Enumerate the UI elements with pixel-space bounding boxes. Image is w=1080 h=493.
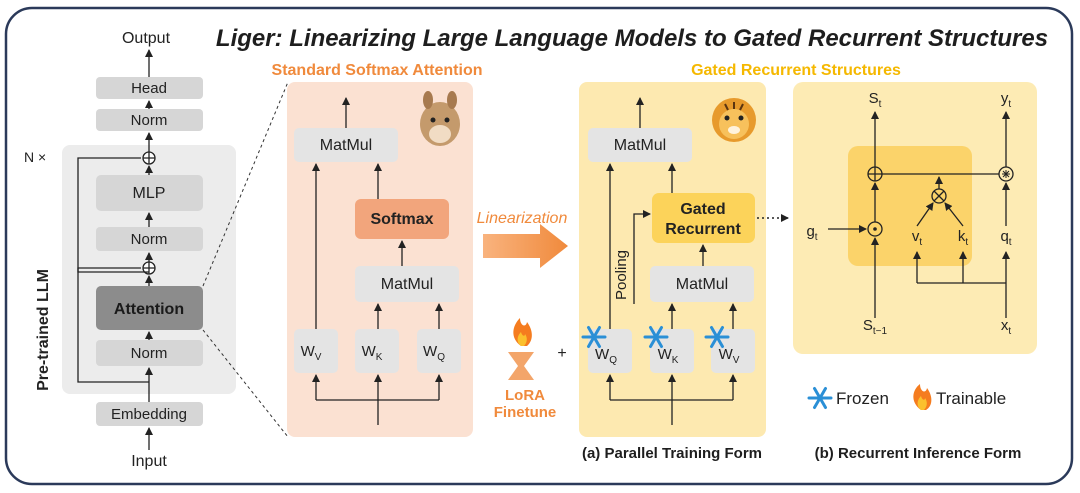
linearization-arrow — [483, 224, 568, 268]
softmax-matmul-top-box — [294, 128, 398, 162]
llm-norm-mid-label: Norm — [131, 231, 168, 248]
softmax-matmul-low-label: MatMul — [381, 276, 433, 293]
zoom-lines — [202, 81, 289, 438]
softmax-wk-label: WK — [362, 343, 383, 363]
s-t-label: St — [869, 90, 882, 110]
gated-wq-box — [588, 329, 632, 373]
llm-embedding-box — [96, 402, 203, 426]
k-t-label: kt — [958, 228, 969, 248]
llm-norm-low-box — [96, 340, 203, 366]
gated-matmul-low-label: MatMul — [676, 276, 728, 293]
llm-attention-box — [96, 286, 203, 330]
llama-icon — [420, 91, 460, 146]
v-t-label: vt — [912, 228, 923, 248]
softmax-wq-box — [417, 329, 461, 373]
llm-head-label: Head — [131, 80, 167, 97]
y-t-label: yt — [1001, 90, 1012, 110]
linearization-label: Linearization — [477, 210, 568, 227]
llm-norm-mid-box — [96, 227, 203, 251]
llm-norm-low-label: Norm — [131, 345, 168, 362]
softmax-wv-box — [294, 329, 338, 373]
softmax-wv-label: WV — [301, 343, 322, 363]
gated-wk-label: WK — [658, 346, 679, 366]
softmax-wq-label: WQ — [423, 343, 445, 363]
fire-icon — [513, 318, 532, 346]
llm-column: Pre-trained LLM Output Head Norm N × MLP… — [24, 30, 236, 470]
pooling-label: Pooling — [613, 250, 630, 300]
llm-norm-top-box — [96, 109, 203, 131]
llm-attention-label: Attention — [114, 301, 184, 318]
llm-head-box — [96, 77, 203, 99]
legend-trainable-label: Trainable — [936, 389, 1006, 408]
llm-side-label: Pre-trained LLM — [35, 269, 52, 391]
softmax-matmul-top-label: MatMul — [320, 137, 372, 154]
gated-matmul-top-label: MatMul — [614, 137, 666, 154]
diagram-title: Liger: Linearizing Large Language Models… — [216, 25, 1048, 52]
recurrent-caption: (b) Recurrent Inference Form — [815, 445, 1022, 462]
softmax-panel-title: Standard Softmax Attention — [272, 62, 483, 79]
softmax-wk-box — [355, 329, 399, 373]
snowflake-icon — [581, 326, 730, 348]
softmax-label: Softmax — [370, 211, 433, 228]
gated-recurrent-panel: Gated Recurrent Structures MatMul Gated … — [579, 62, 901, 462]
gated-recurrent-box — [652, 193, 755, 243]
lora-label-line2: Finetune — [494, 404, 557, 421]
legend: Frozen Trainable — [807, 384, 1006, 410]
gated-matmul-top-box — [588, 128, 692, 162]
parallel-caption: (a) Parallel Training Form — [582, 445, 762, 462]
gated-wv-label: WV — [719, 346, 740, 366]
llm-repeat-label: N × — [24, 149, 46, 165]
gated-panel-title: Gated Recurrent Structures — [691, 62, 901, 79]
softmax-attention-panel: Standard Softmax Attention MatMul Softma… — [272, 62, 483, 437]
lora-adapter-icon — [508, 352, 534, 380]
gated-recurrent-line1: Gated — [680, 201, 725, 218]
gated-recurrent-line2: Recurrent — [665, 221, 741, 238]
gated-wq-label: WQ — [595, 346, 617, 366]
legend-snowflake-icon — [807, 387, 833, 409]
lora-plus: + — [557, 345, 566, 362]
softmax-matmul-low-box — [355, 266, 459, 302]
legend-fire-icon — [913, 384, 932, 410]
llm-embedding-label: Embedding — [111, 406, 187, 423]
recurrent-inner-box — [848, 146, 972, 266]
llm-input-label: Input — [131, 453, 167, 470]
tiger-icon — [712, 98, 756, 142]
gated-matmul-low-box — [650, 266, 754, 302]
recurrent-inference-panel: St yt gt vt kt qt St−1 xt — [793, 82, 1037, 354]
s-prev-label: St−1 — [863, 317, 888, 337]
llm-output-label: Output — [122, 30, 171, 47]
llm-norm-top-label: Norm — [131, 112, 168, 129]
q-t-label: qt — [1000, 228, 1011, 248]
gated-wv-box — [711, 329, 755, 373]
g-t-label: gt — [806, 223, 817, 243]
legend-frozen-label: Frozen — [836, 389, 889, 408]
softmax-box — [355, 199, 449, 239]
x-t-label: xt — [1001, 317, 1012, 337]
gated-wk-box — [650, 329, 694, 373]
lora-label-line1: LoRA — [505, 387, 545, 404]
llm-mlp-box — [96, 175, 203, 211]
llm-mlp-label: MLP — [133, 185, 166, 202]
lora-group: + LoRA Finetune — [494, 318, 567, 421]
